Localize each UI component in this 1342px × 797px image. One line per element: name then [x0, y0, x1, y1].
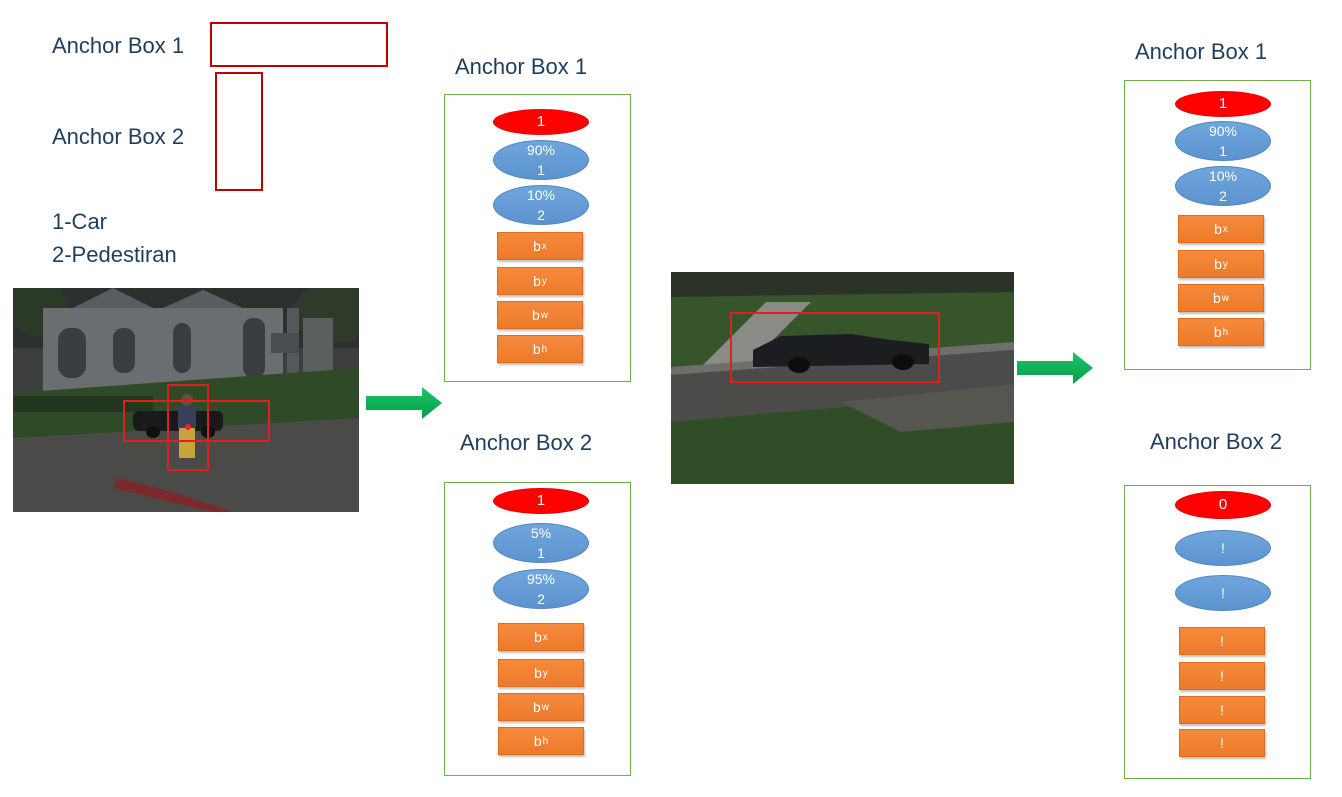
class-2-oval: 10% 2 — [1175, 166, 1271, 206]
class-2-oval: 10% 2 — [493, 185, 589, 225]
pc-oval: 1 — [493, 488, 589, 514]
class-1-oval: 90% 1 — [493, 140, 589, 180]
class-2-probability: 10% — [526, 186, 556, 203]
right-anchor-box-1-title: Anchor Box 1 — [1135, 39, 1268, 64]
anchor-box-2-legend-label: Anchor Box 2 — [52, 124, 185, 149]
class-1-probability: 90% — [1208, 122, 1238, 139]
by-rect: ! — [1179, 662, 1265, 690]
street-scene-image — [13, 288, 359, 512]
anchor-box-1-shape — [210, 22, 388, 67]
class-legend-pedestrian: 2-Pedestiran — [52, 242, 177, 267]
class-2-oval: 95% 2 — [493, 569, 589, 609]
bx-rect: ! — [1179, 627, 1265, 655]
class-1-oval: ! — [1175, 530, 1271, 566]
class-2-probability: 10% — [1208, 167, 1238, 184]
car-scene-image — [671, 272, 1014, 484]
class-1-oval: 5% 1 — [493, 523, 589, 563]
class-1-index: 1 — [537, 545, 545, 561]
middle-anchor-box-2-title: Anchor Box 2 — [460, 430, 593, 455]
middle-anchor-box-1-title: Anchor Box 1 — [455, 54, 588, 79]
right-anchor-box-2-vector: 0 ! ! ! ! ! ! — [1124, 485, 1311, 779]
class-1-oval: 90% 1 — [1175, 121, 1271, 161]
pc-oval: 1 — [1175, 91, 1271, 117]
bh-rect: ! — [1179, 729, 1265, 757]
class-2-index: 2 — [1219, 188, 1227, 204]
class-legend-car: 1-Car — [52, 209, 108, 234]
pc-oval: 1 — [493, 109, 589, 135]
bw-rect: ! — [1179, 696, 1265, 724]
class-2-probability: 95% — [526, 570, 556, 587]
class-1-probability: 5% — [530, 524, 552, 541]
class-1-index: 1 — [537, 162, 545, 178]
class-1-index: 1 — [1219, 143, 1227, 159]
anchor-box-1-legend-label: Anchor Box 1 — [52, 33, 185, 58]
right-arrow-icon — [366, 387, 442, 419]
right-anchor-box-2-title: Anchor Box 2 — [1150, 429, 1283, 454]
class-2-oval: ! — [1175, 575, 1271, 611]
anchor-box-2-shape — [215, 72, 263, 191]
class-2-index: 2 — [537, 207, 545, 223]
class-legend: 1-Car 2-Pedestiran — [52, 205, 177, 271]
class-1-probability: 90% — [526, 141, 556, 158]
right-arrow-icon — [1017, 352, 1093, 384]
class-2-index: 2 — [537, 591, 545, 607]
pc-oval: 0 — [1175, 491, 1271, 519]
